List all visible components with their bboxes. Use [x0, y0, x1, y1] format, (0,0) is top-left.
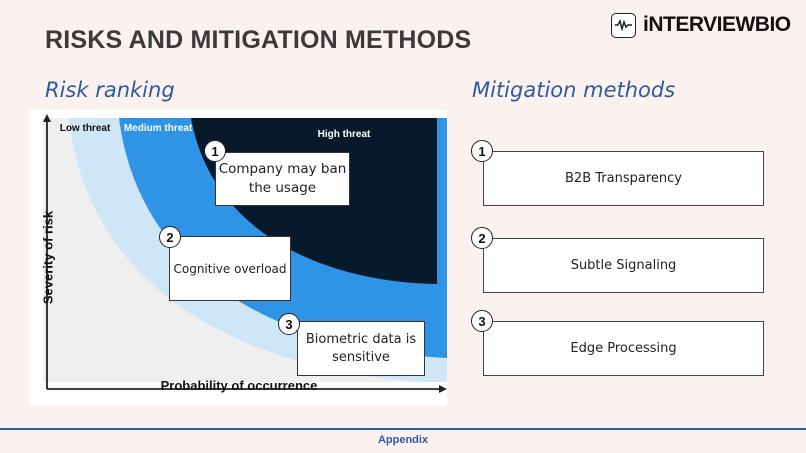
medium-threat-label: Medium threat [123, 123, 193, 134]
mitigation-number-badge-3: 3 [471, 310, 493, 332]
mitigation-number-badge-2: 2 [471, 227, 493, 249]
risk-box-1: Company may ban the usage [215, 152, 350, 206]
mitigation-box-1: B2B Transparency [483, 151, 764, 206]
logo: iNTERVIEWBIO [611, 11, 791, 39]
y-axis-label: Severity of risk [40, 210, 56, 305]
x-axis-arrow-icon [439, 385, 447, 393]
footer-divider [0, 428, 806, 430]
risk-number-badge-2: 2 [159, 226, 181, 248]
mitigation-box-2: Subtle Signaling [483, 238, 764, 293]
risk-number-badge-1: 1 [204, 140, 226, 162]
mitigation-box-3: Edge Processing [483, 321, 764, 376]
heartbeat-icon [611, 12, 636, 38]
risk-box-2: Cognitive overload [169, 236, 291, 301]
high-threat-label: High threat [317, 129, 371, 140]
y-axis-arrow-icon [43, 114, 51, 122]
risk-ranking-subtitle: Risk ranking [45, 78, 175, 102]
x-axis-label: Probability of occurrence [160, 378, 318, 393]
risk-number-badge-3: 3 [278, 313, 300, 335]
page-title: RISKS AND MITIGATION METHODS [45, 26, 472, 54]
risk-ranking-diagram: Low threat Medium threat High threat Sev… [29, 110, 447, 406]
mitigation-number-badge-1: 1 [471, 140, 493, 162]
logo-text: iNTERVIEWBIO [643, 13, 791, 36]
axes [46, 120, 443, 390]
low-threat-label: Low threat [59, 123, 111, 134]
risk-box-3: Biometric data is sensitive [297, 321, 425, 376]
footer-appendix-label: Appendix [377, 434, 429, 446]
mitigation-methods-subtitle: Mitigation methods [472, 78, 676, 102]
